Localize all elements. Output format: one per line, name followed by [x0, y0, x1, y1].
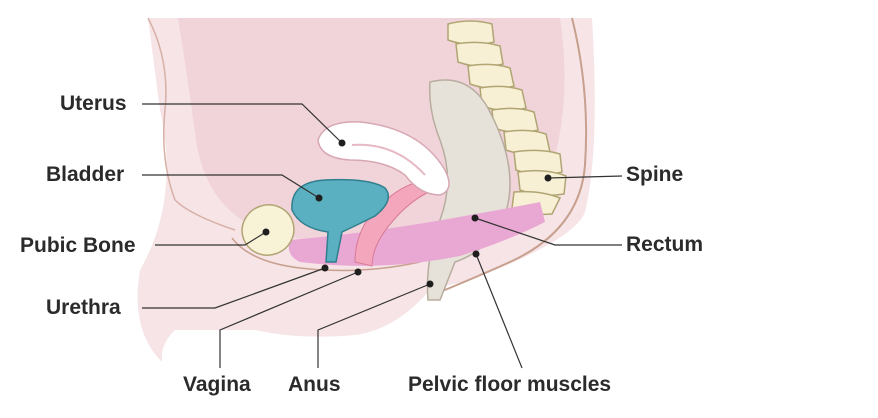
dot-uterus: [338, 139, 346, 147]
dot-rectum: [471, 214, 479, 222]
leader-urethra: [142, 267, 326, 309]
leader-vagina: [219, 271, 359, 368]
abdomen-outline: [147, 17, 236, 231]
front-lower-outline: [231, 237, 421, 272]
pelvic-floor-band: [288, 202, 545, 266]
label-urethra: Urethra: [46, 296, 121, 319]
uterus-shape: [317, 121, 450, 196]
leader-pelvic-floor: [475, 253, 523, 369]
dot-spine: [544, 174, 552, 182]
label-uterus: Uterus: [60, 92, 127, 115]
back-outline: [429, 17, 588, 297]
dot-pubic-bone: [262, 228, 270, 236]
leader-lines: [142, 103, 623, 369]
dot-anus: [426, 280, 434, 288]
label-vagina: Vagina: [183, 373, 251, 396]
leader-spine: [547, 175, 623, 179]
leader-dots: [262, 139, 552, 288]
leader-rectum: [474, 217, 622, 246]
leader-bladder: [142, 174, 320, 199]
label-anus: Anus: [288, 373, 341, 396]
bladder-shape: [291, 178, 390, 263]
label-pubic-bone: Pubic Bone: [20, 234, 136, 257]
uterus-cavity: [351, 143, 426, 176]
spine-vertebrae: [447, 20, 567, 216]
leader-pubic-bone: [155, 231, 267, 246]
dot-urethra: [321, 264, 329, 272]
dot-bladder: [315, 194, 323, 202]
dot-pelvic-floor: [472, 250, 480, 258]
leader-uterus: [142, 103, 343, 144]
dot-vagina: [354, 268, 362, 276]
label-rectum: Rectum: [626, 233, 704, 256]
label-bladder: Bladder: [46, 163, 125, 186]
label-pelvic-floor-muscles: Pelvic floor muscles: [408, 373, 612, 396]
leader-anus: [317, 283, 431, 368]
label-spine: Spine: [626, 163, 684, 186]
